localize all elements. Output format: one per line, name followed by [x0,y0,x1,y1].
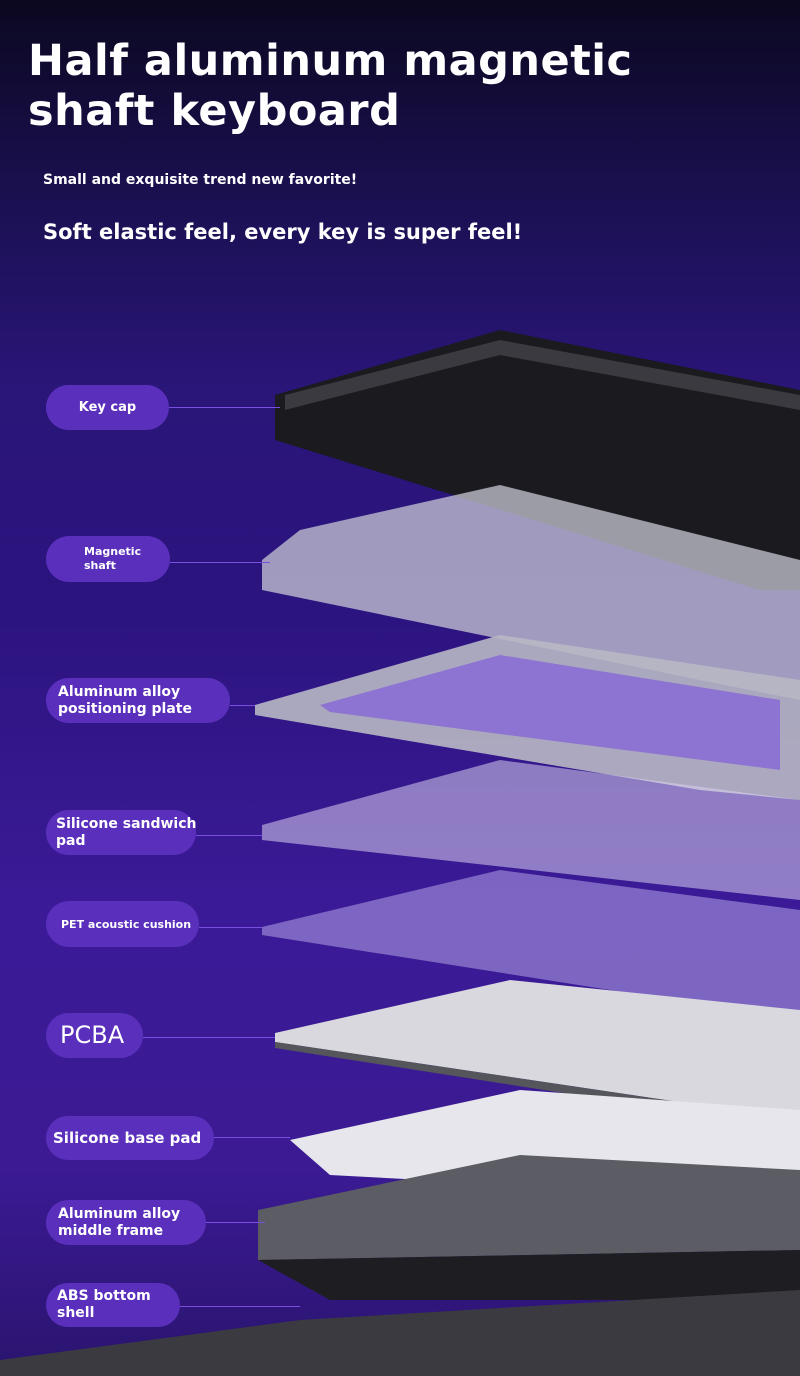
leader-line [196,835,262,836]
label-text: middle frame [58,1222,164,1239]
label-pet-cushion: PET acoustic cushion [46,901,199,947]
label-text: positioning plate [58,700,192,717]
title-line-2: shaft keyboard [28,86,401,136]
label-text: Aluminum alloy [58,683,181,700]
sandwich-pad-layer [262,760,800,900]
label-key-cap: Key cap [46,385,169,430]
label-text: pad [56,832,86,849]
label-text: Silicone base pad [53,1128,202,1147]
subtitle: Small and exquisite trend new favorite! [43,172,358,188]
label-text: Magnetic [84,545,142,558]
leader-line [199,927,262,928]
label-text: PET acoustic cushion [61,917,192,931]
label-pcba: PCBA [46,1013,143,1058]
label-text: PCBA [60,1021,125,1049]
bottom-shell-layer [0,1290,800,1376]
keycap-layer [275,330,800,590]
tagline: Soft elastic feel, every key is super fe… [43,220,523,244]
magnetic-shaft-layer [262,485,800,700]
leader-line [206,1222,265,1223]
page-title: Half aluminum magnetic shaft keyboard [28,36,633,136]
label-text: shaft [84,559,116,572]
pet-cushion-layer [262,870,800,1020]
label-text: shell [57,1305,95,1321]
middle-frame-layer [258,1155,800,1300]
label-text: Silicone sandwich [56,815,197,832]
label-text: ABS bottom [57,1288,151,1304]
label-text: Key cap [78,400,137,415]
leader-line [180,1306,300,1307]
label-silicone-base-pad: Silicone base pad [46,1116,214,1160]
leader-line [170,562,270,563]
positioning-plate-layer [255,635,800,800]
label-text: Aluminum alloy [58,1205,181,1222]
leader-line [169,407,280,408]
leader-line [230,705,255,706]
title-line-1: Half aluminum magnetic [28,36,633,86]
leader-line [143,1037,275,1038]
leader-line [214,1137,290,1138]
